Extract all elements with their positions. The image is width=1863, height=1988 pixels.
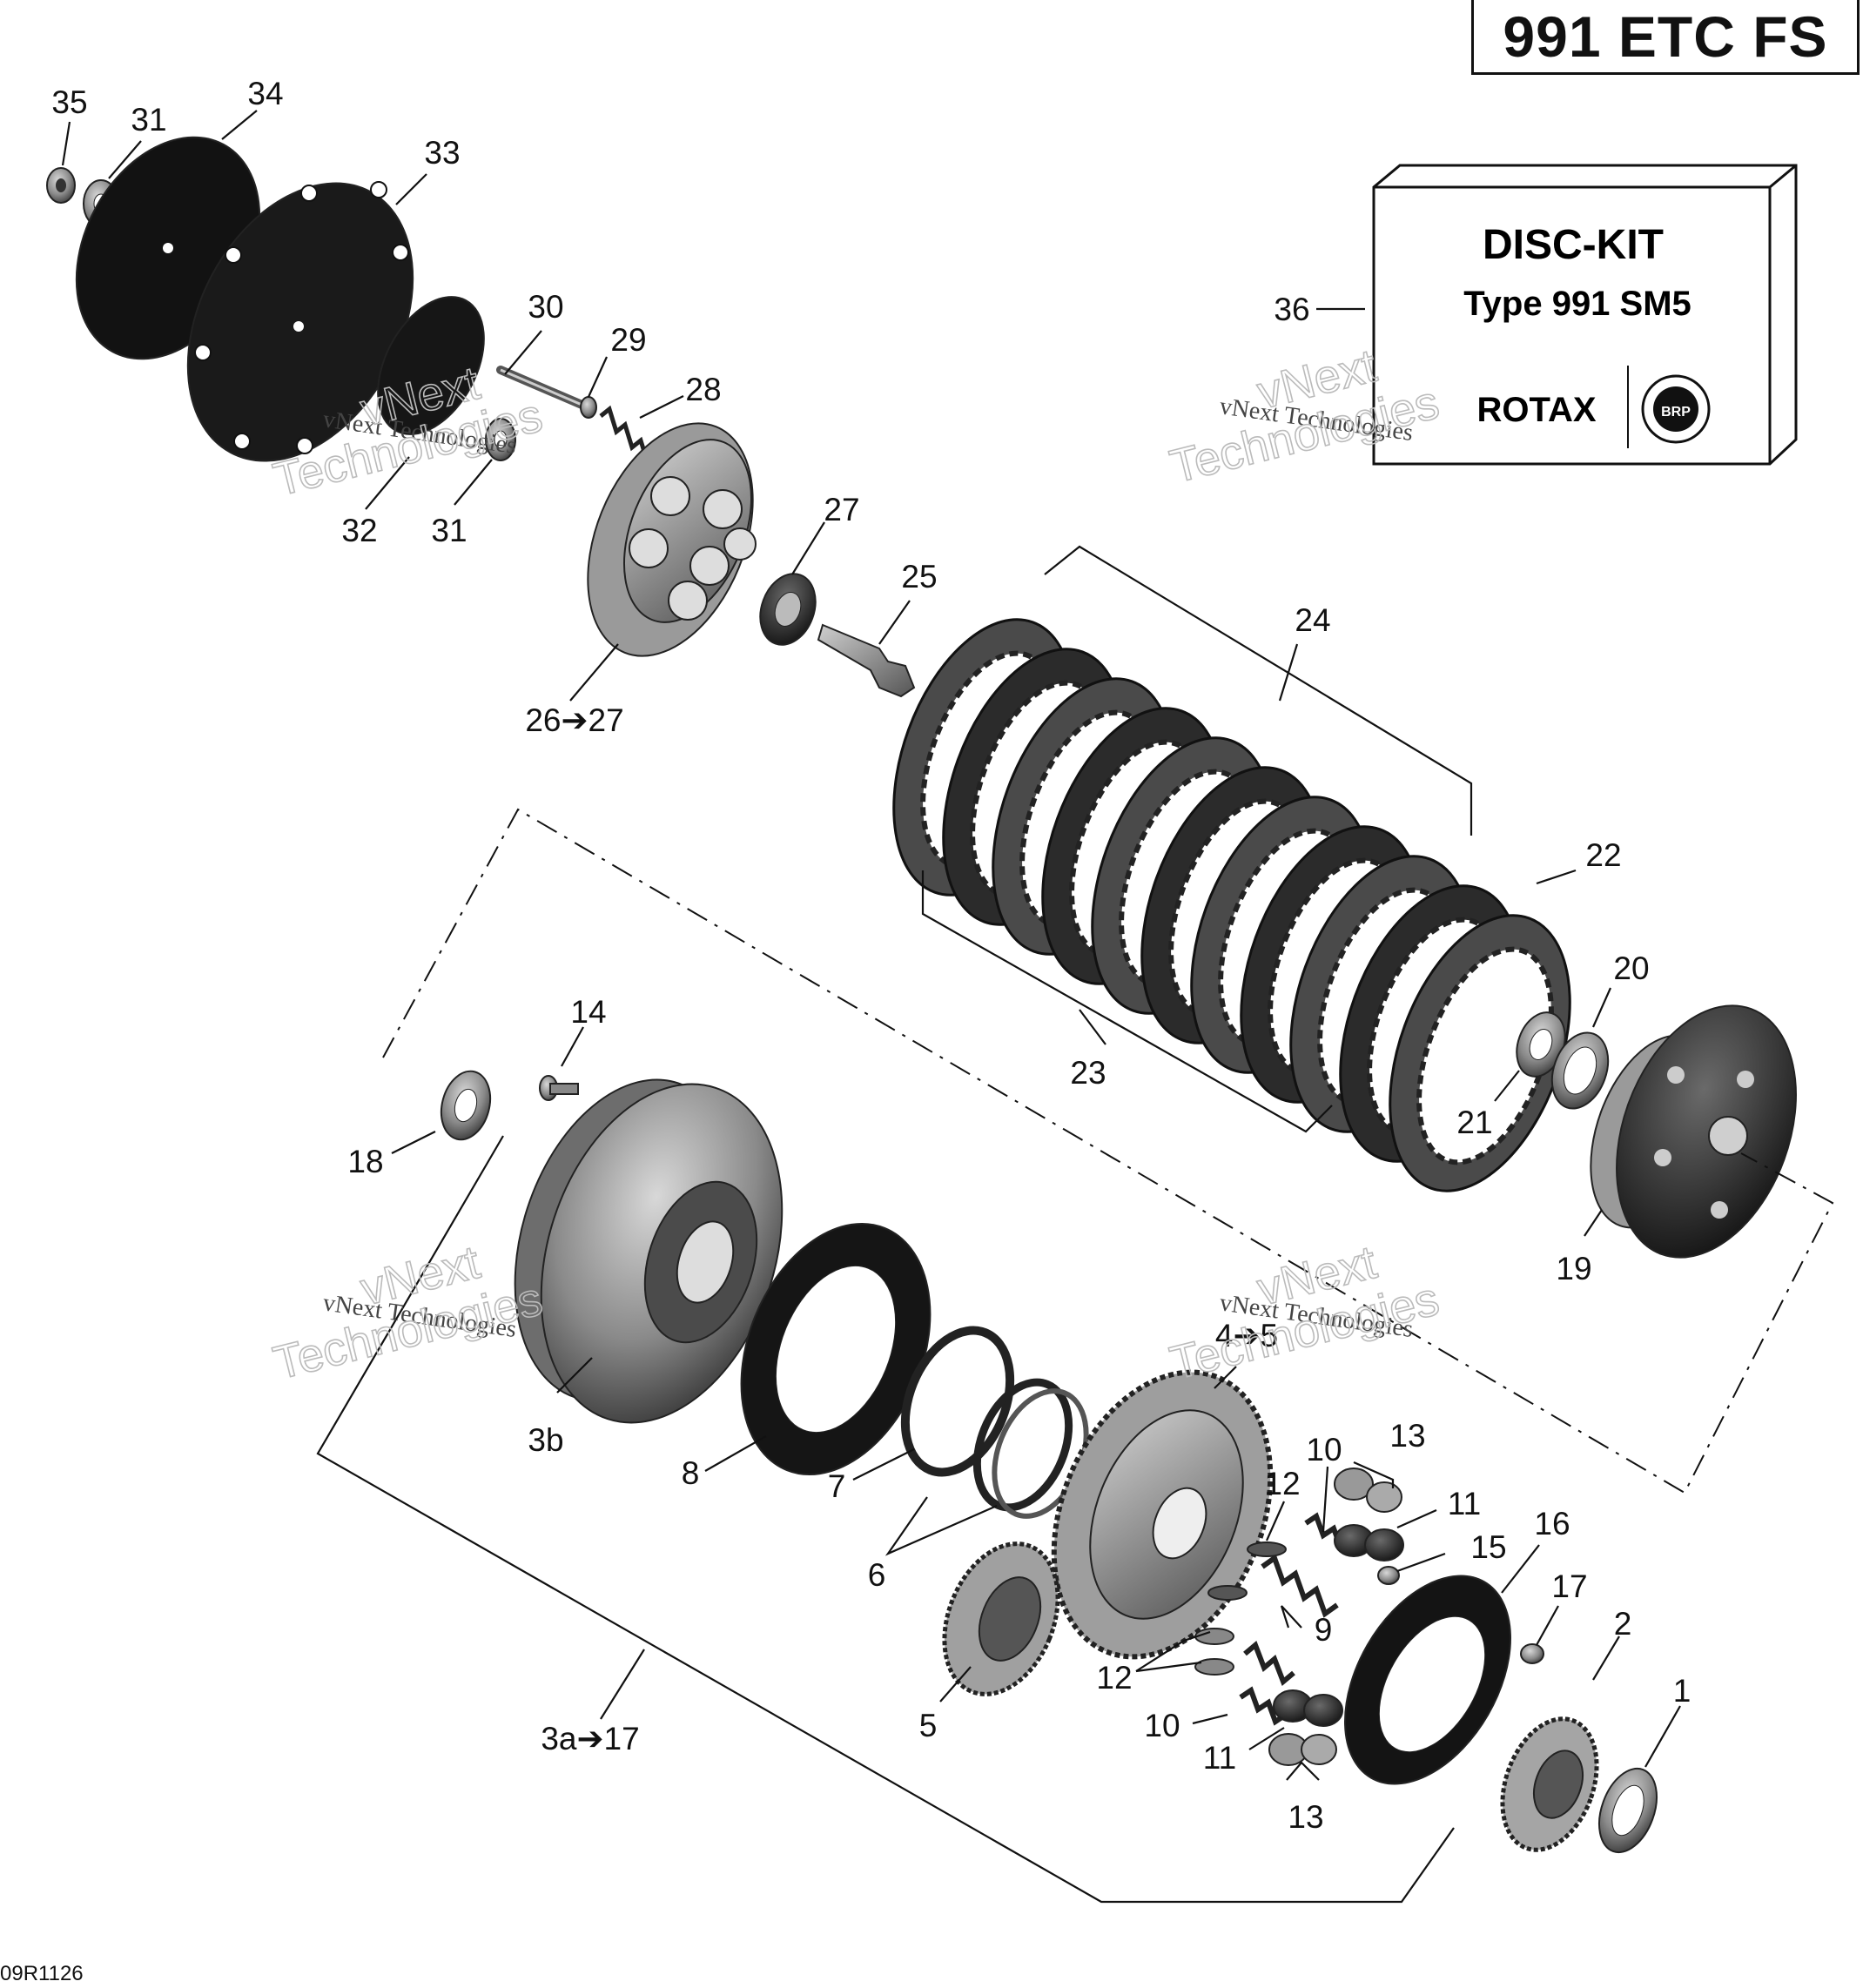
watermark-bottom-right: vNext Technologies vNext Technologies bbox=[1165, 1235, 1445, 1390]
part-5-small-gear bbox=[942, 1541, 1060, 1696]
callout-7: 7 bbox=[828, 1468, 846, 1504]
callout-11-lower: 11 bbox=[1203, 1740, 1236, 1776]
callout-2: 2 bbox=[1614, 1606, 1632, 1642]
disc-kit-box: DISC-KIT Type 991 SM5 ROTAX BRP bbox=[1372, 164, 1798, 466]
callout-16: 16 bbox=[1534, 1506, 1570, 1541]
callout-24: 24 bbox=[1295, 602, 1330, 638]
part-26-pressure-plate bbox=[587, 422, 757, 657]
callout-20: 20 bbox=[1613, 950, 1649, 986]
callout-3a-17: 3a➔17 bbox=[541, 1721, 639, 1756]
part-21-bearing bbox=[1516, 1011, 1566, 1078]
part-31-washer-lower bbox=[485, 418, 516, 461]
callout-14: 14 bbox=[570, 994, 606, 1030]
callout-3b: 3b bbox=[528, 1422, 563, 1458]
callout-5: 5 bbox=[919, 1708, 938, 1743]
callout-30: 30 bbox=[528, 289, 563, 325]
callout-6: 6 bbox=[868, 1557, 886, 1593]
callout-21: 21 bbox=[1456, 1105, 1492, 1140]
callout-31-lower: 31 bbox=[431, 513, 467, 548]
bracket-3a-17 bbox=[316, 1135, 1455, 1904]
disc-kit-title: DISC-KIT bbox=[1483, 222, 1664, 268]
part-14-bolt bbox=[539, 1075, 579, 1101]
callout-36: 36 bbox=[1274, 292, 1309, 327]
part-8-friction-ring bbox=[740, 1222, 932, 1476]
callout-34: 34 bbox=[247, 76, 283, 111]
disc-stack-brackets bbox=[921, 545, 1473, 1133]
brp-badge: BRP bbox=[1661, 405, 1691, 420]
leader-lines bbox=[61, 110, 1681, 1781]
callout-22: 22 bbox=[1585, 837, 1621, 873]
diagram-code: 09R1126 bbox=[0, 1962, 84, 1985]
part-1-washer bbox=[1598, 1767, 1658, 1854]
watermark-bottom-left: vNext Technologies vNext Technologies bbox=[268, 1235, 548, 1390]
part-17-nut bbox=[1520, 1643, 1544, 1664]
part-11-cups bbox=[1273, 1524, 1404, 1727]
callout-27: 27 bbox=[824, 492, 859, 527]
callout-15: 15 bbox=[1470, 1529, 1506, 1565]
part-18-nut bbox=[440, 1070, 492, 1141]
callout-13-lower: 13 bbox=[1288, 1799, 1323, 1835]
part-27-bearing bbox=[759, 573, 817, 646]
callout-17: 17 bbox=[1551, 1568, 1587, 1604]
callout-labels: 35 31 34 33 30 29 28 32 31 27 25 26➔27 2… bbox=[51, 76, 1691, 1835]
part-4-large-gear bbox=[1051, 1369, 1274, 1660]
clutch-disc-stack bbox=[892, 618, 1571, 1192]
callout-25: 25 bbox=[901, 559, 937, 594]
callout-11-top: 11 bbox=[1448, 1486, 1481, 1521]
callout-19: 19 bbox=[1556, 1251, 1591, 1286]
callout-4-5: 4➔5 bbox=[1215, 1318, 1278, 1353]
callout-12-lower: 12 bbox=[1096, 1660, 1132, 1696]
part-32-gasket bbox=[377, 296, 485, 435]
part-16-retainer-plate bbox=[1344, 1575, 1511, 1785]
part-25-shaft bbox=[817, 623, 916, 698]
callout-10-lower: 10 bbox=[1144, 1708, 1180, 1743]
model-title: 991 ETC FS bbox=[1503, 3, 1828, 69]
part-2-gear bbox=[1500, 1716, 1599, 1852]
callout-1: 1 bbox=[1673, 1673, 1691, 1709]
part-15-nut bbox=[1377, 1566, 1400, 1585]
part-7-ring bbox=[900, 1326, 1015, 1477]
callout-26-27: 26➔27 bbox=[525, 702, 623, 738]
callout-12-top: 12 bbox=[1264, 1466, 1300, 1501]
part-20-washer bbox=[1550, 1031, 1610, 1110]
callout-31-top: 31 bbox=[131, 102, 166, 138]
callout-18: 18 bbox=[347, 1144, 383, 1179]
assembly-centerline bbox=[382, 808, 1834, 1494]
callout-33: 33 bbox=[424, 135, 460, 171]
callout-10-top: 10 bbox=[1306, 1432, 1342, 1467]
callout-8: 8 bbox=[682, 1455, 700, 1491]
part-13-caps bbox=[1268, 1467, 1402, 1766]
part-12-pads bbox=[1194, 1541, 1287, 1676]
part-29-ring bbox=[580, 396, 597, 419]
disc-kit-subtitle: Type 991 SM5 bbox=[1463, 285, 1691, 323]
part-9-springs bbox=[1239, 1512, 1353, 1726]
part-35-nut bbox=[46, 167, 76, 204]
rotax-logo: ROTAX bbox=[1476, 391, 1596, 429]
callout-23: 23 bbox=[1070, 1055, 1106, 1091]
callout-29: 29 bbox=[610, 322, 646, 358]
callout-32: 32 bbox=[341, 513, 377, 548]
part-30-pushrod bbox=[496, 366, 596, 413]
callout-9: 9 bbox=[1315, 1612, 1333, 1648]
callout-28: 28 bbox=[685, 372, 721, 407]
part-19-clutch-hub bbox=[1590, 1004, 1797, 1259]
callout-13-top: 13 bbox=[1389, 1418, 1425, 1454]
part-3b-clutch-basket bbox=[514, 1078, 784, 1424]
callout-35: 35 bbox=[51, 84, 87, 120]
model-title-box: 991 ETC FS bbox=[1471, 0, 1860, 75]
